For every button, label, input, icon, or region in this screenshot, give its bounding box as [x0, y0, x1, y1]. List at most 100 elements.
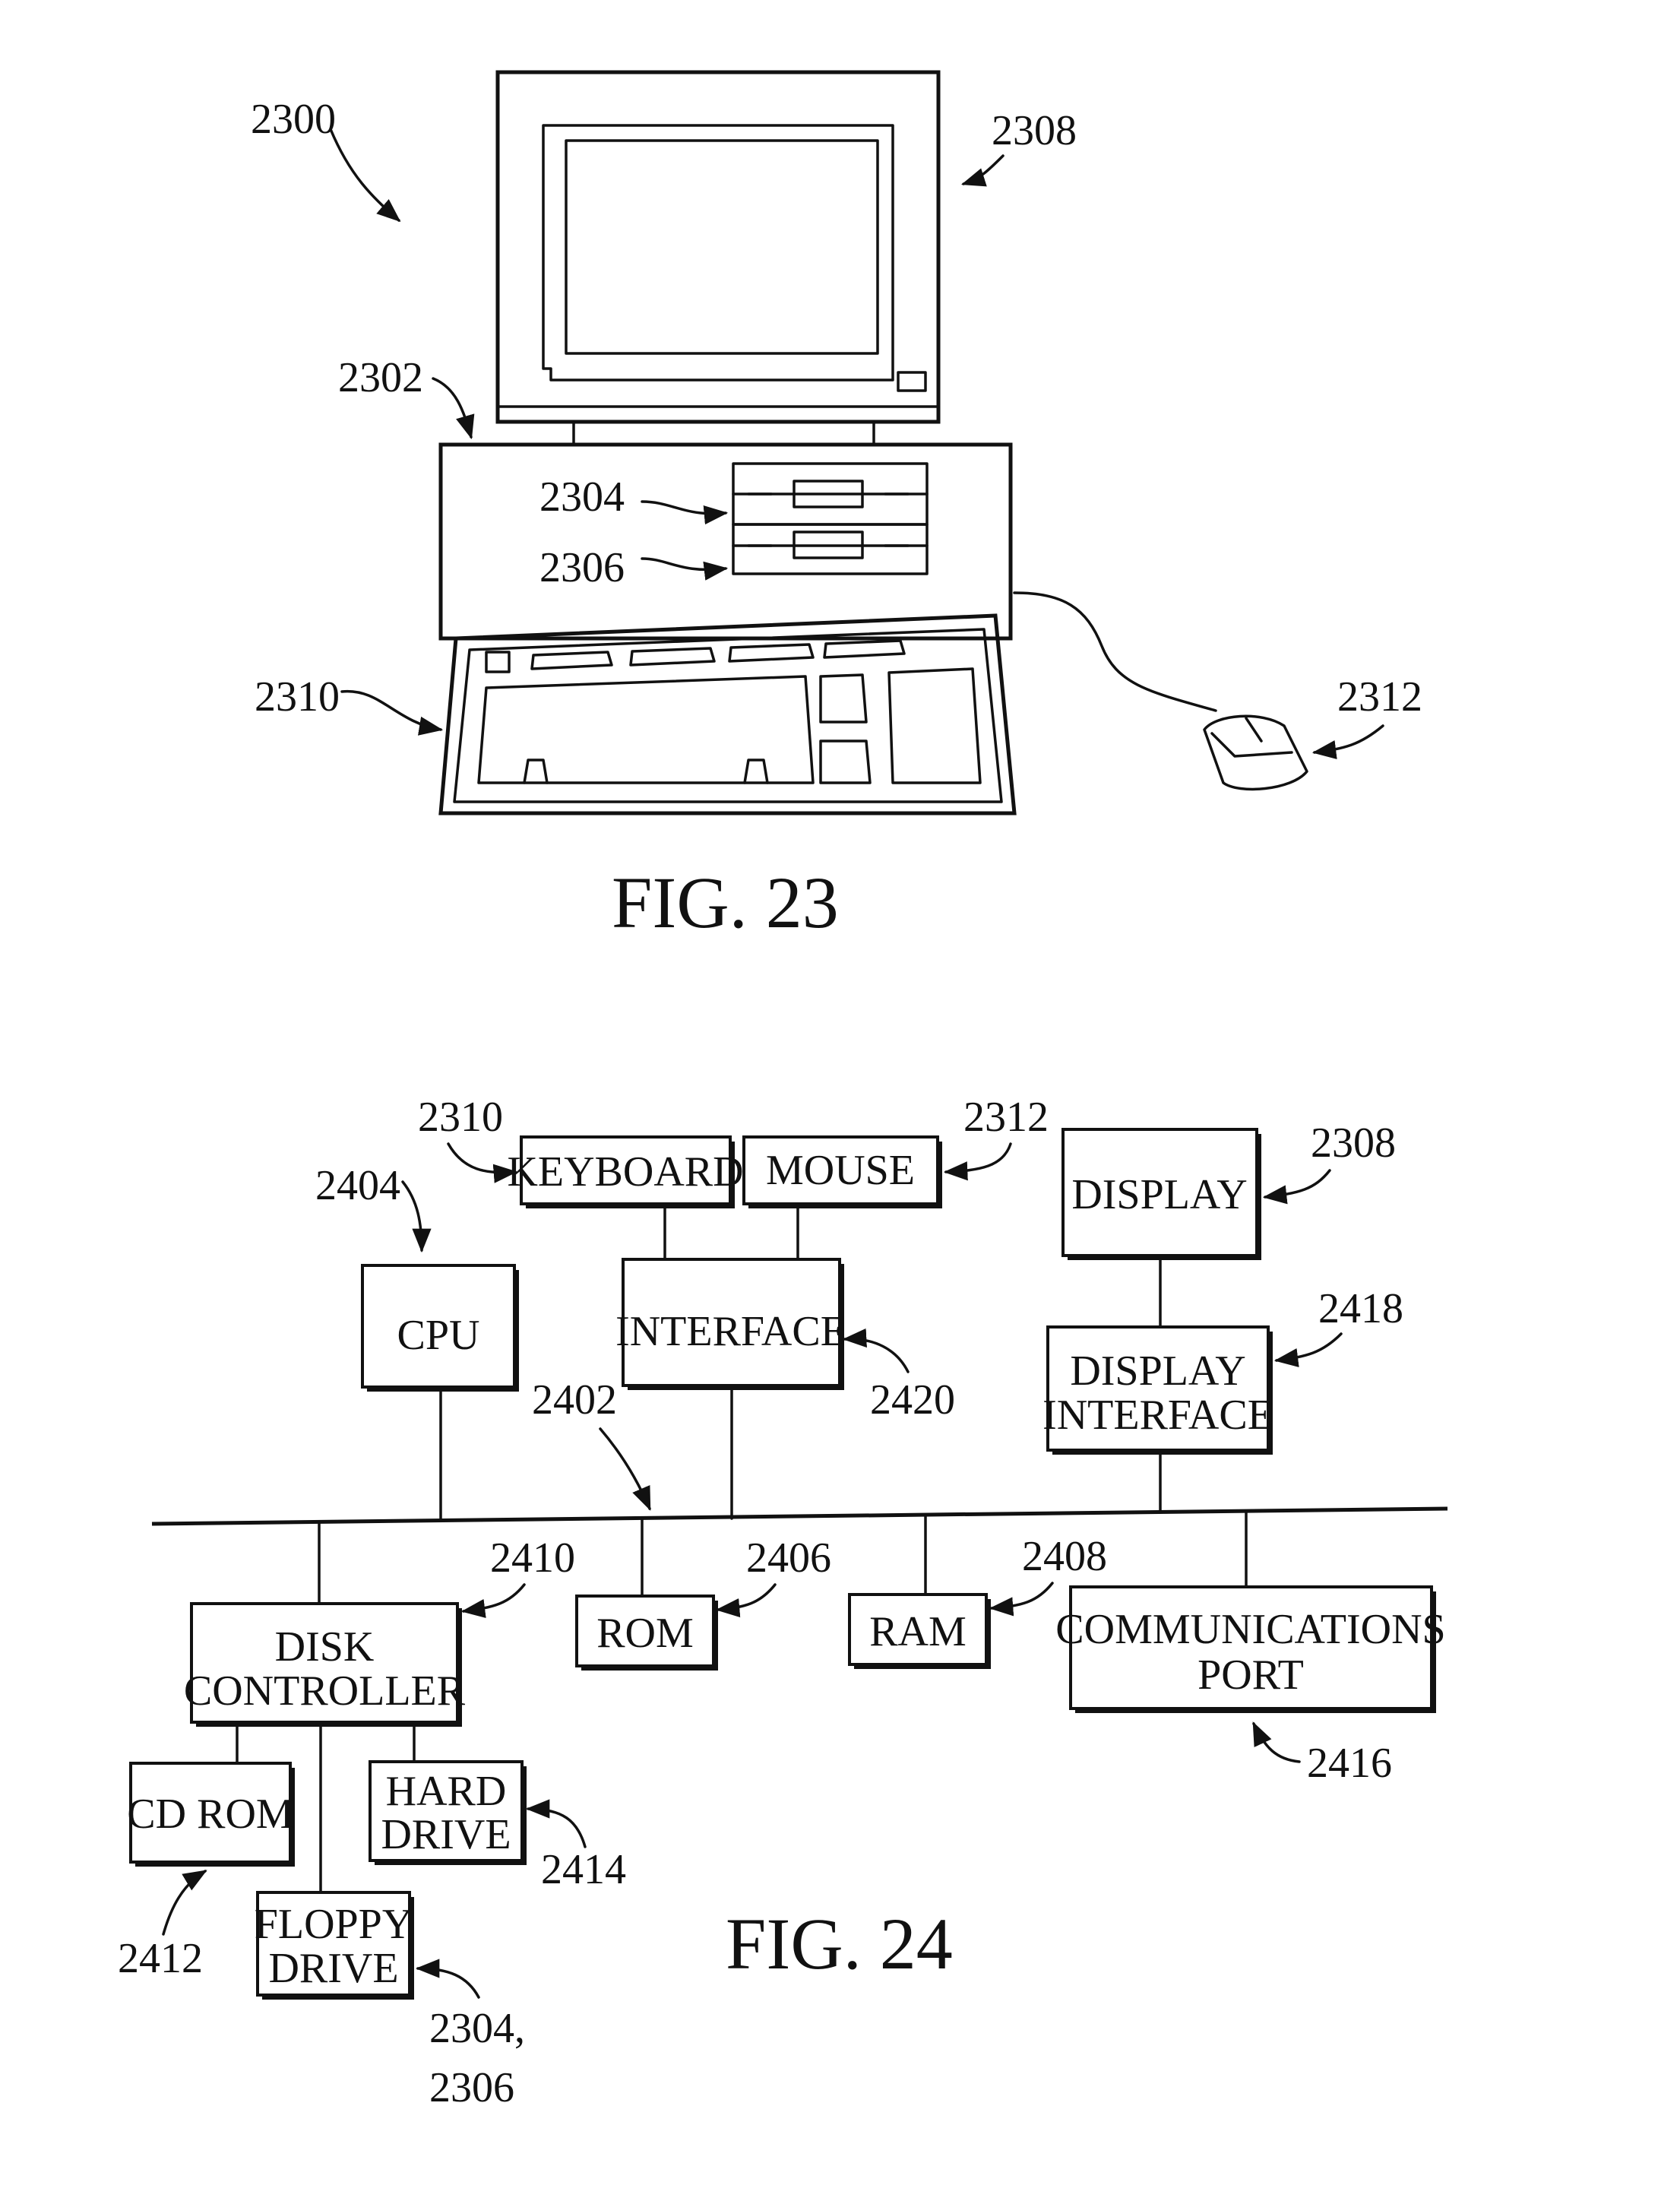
ref-label-floppy-block-1: 2304, [429, 2005, 525, 2052]
block-rom: ROM [577, 1596, 718, 1671]
fkey-group-4 [824, 641, 904, 657]
ref-label-display-interface-block: 2418 [1318, 1285, 1403, 1332]
ref-arrow-drive-a [642, 502, 726, 514]
block-keyboard-label: KEYBOARD [507, 1148, 743, 1196]
monitor-illustration [498, 72, 938, 445]
key-bump-2 [745, 760, 767, 783]
ref-arrow-keyboard [342, 692, 441, 730]
ref-label-floppy-block-2: 2306 [429, 2064, 514, 2111]
ref-arrow-cpu-unit [433, 378, 471, 437]
fig24-diagram: KEYBOARD MOUSE DISPLAY CPU INTERFACE [118, 1094, 1447, 2111]
block-keyboard: KEYBOARD [507, 1137, 743, 1208]
block-comm-port-label-2: PORT [1198, 1652, 1304, 1699]
fig23-caption: FIG. 23 [612, 862, 839, 943]
ref-arrow-mouse [1315, 726, 1383, 752]
ref-arrow-bus [600, 1429, 650, 1509]
ref-arrow-system [331, 129, 399, 220]
block-cpu: CPU [362, 1265, 519, 1392]
ref-arrow-disk-controller-block [464, 1585, 524, 1611]
ref-arrow-hard-drive-block [528, 1809, 585, 1847]
ref-arrow-ram-block [992, 1583, 1052, 1608]
ref-arrow-display-interface-block [1277, 1334, 1341, 1360]
block-display-label: DISPLAY [1071, 1171, 1247, 1218]
ref-arrow-cd-rom-block [163, 1871, 205, 1934]
block-mouse-label: MOUSE [766, 1147, 915, 1194]
cpu-unit-illustration [441, 445, 1011, 638]
block-hard-drive-label-1: HARD [386, 1768, 507, 1815]
ref-arrow-floppy-block [418, 1968, 479, 1997]
keyboard-main-block [479, 676, 813, 783]
keyboard-nav-block-top [821, 675, 866, 722]
ref-label-mouse: 2312 [1337, 673, 1422, 720]
block-cd-rom-label: CD ROM [127, 1791, 293, 1838]
block-mouse: MOUSE [744, 1137, 942, 1208]
fkey-group-3 [729, 644, 813, 661]
ref-label-system: 2300 [251, 96, 336, 143]
ref-arrow-comm-port-block [1254, 1724, 1299, 1762]
block-display-interface-label-1: DISPLAY [1070, 1348, 1245, 1395]
mouse-button-line [1212, 733, 1292, 756]
fkey-group-1 [532, 652, 612, 669]
ref-label-bus: 2402 [532, 1376, 617, 1424]
block-disk-controller-label-1: DISK [275, 1623, 375, 1671]
ref-label-cpu-unit: 2302 [338, 354, 423, 401]
block-display: DISPLAY [1063, 1129, 1261, 1260]
block-interface: INTERFACE [615, 1259, 846, 1390]
block-comm-port: COMMUNICATIONS PORT [1055, 1587, 1445, 1713]
block-floppy-drive-label-2: DRIVE [268, 1945, 398, 1992]
mouse-illustration [1204, 716, 1307, 789]
ref-label-drive-a: 2304 [539, 473, 625, 521]
ref-arrow-cpu-block [403, 1182, 422, 1250]
ref-arrow-interface-block [845, 1339, 908, 1372]
ref-label-mouse-block: 2312 [963, 1094, 1049, 1141]
block-display-interface: DISPLAY INTERFACE [1042, 1327, 1273, 1455]
system-bus [152, 1509, 1447, 1524]
block-cd-rom: CD ROM [127, 1763, 295, 1867]
ref-label-keyboard-block: 2310 [418, 1094, 503, 1141]
fig23-drawing: 2300 2308 2302 2304 2306 2310 2312 FIG. … [251, 72, 1422, 943]
block-disk-controller: DISK CONTROLLER [184, 1604, 466, 1727]
ref-arrow-rom-block [718, 1585, 775, 1610]
keyboard-numpad [889, 669, 980, 783]
fig24-caption: FIG. 24 [726, 1903, 953, 1984]
monitor-screen-outer [543, 125, 893, 380]
fkey-group-2 [631, 648, 714, 665]
ref-label-display-block: 2308 [1311, 1120, 1396, 1167]
block-cpu-label: CPU [397, 1312, 480, 1359]
ref-label-keyboard: 2310 [255, 673, 340, 720]
keyboard-nav-block-bottom [821, 741, 870, 783]
monitor-power-button [898, 372, 925, 391]
block-floppy-drive: FLOPPY DRIVE [255, 1892, 414, 2000]
block-rom-label: ROM [596, 1610, 694, 1657]
ref-label-rom-block: 2406 [746, 1534, 831, 1582]
block-display-interface-label-2: INTERFACE [1042, 1392, 1273, 1439]
block-hard-drive: HARD DRIVE [370, 1762, 527, 1865]
block-floppy-drive-label-1: FLOPPY [255, 1901, 413, 1948]
ref-label-drive-b: 2306 [539, 544, 625, 591]
mouse-button-split [1246, 718, 1261, 741]
block-disk-controller-label-2: CONTROLLER [184, 1667, 466, 1715]
ref-label-cpu-block: 2404 [315, 1162, 400, 1209]
ref-label-comm-port-block: 2416 [1307, 1740, 1392, 1787]
monitor-screen [566, 141, 878, 353]
ref-label-monitor: 2308 [992, 107, 1077, 154]
ref-arrow-mouse-block [946, 1144, 1011, 1172]
keyboard-illustration [441, 616, 1014, 813]
block-hard-drive-label-2: DRIVE [381, 1811, 511, 1858]
block-ram-label: RAM [869, 1608, 967, 1655]
ref-label-hard-drive-block: 2414 [541, 1846, 626, 1893]
key-bump-1 [524, 760, 547, 783]
ref-label-ram-block: 2408 [1022, 1533, 1107, 1580]
block-interface-label: INTERFACE [615, 1308, 846, 1355]
ref-arrow-display-block [1265, 1170, 1330, 1197]
block-comm-port-label-1: COMMUNICATIONS [1055, 1606, 1445, 1653]
ref-arrow-drive-b [642, 559, 726, 569]
keyboard-esc-key [486, 652, 509, 672]
ref-arrow-monitor [963, 156, 1003, 184]
ref-label-disk-controller-block: 2410 [490, 1534, 575, 1582]
mouse-cable [1014, 593, 1216, 711]
block-ram: RAM [849, 1595, 991, 1669]
ref-label-cd-rom-block: 2412 [118, 1935, 203, 1982]
cpu-unit-case [441, 445, 1011, 638]
